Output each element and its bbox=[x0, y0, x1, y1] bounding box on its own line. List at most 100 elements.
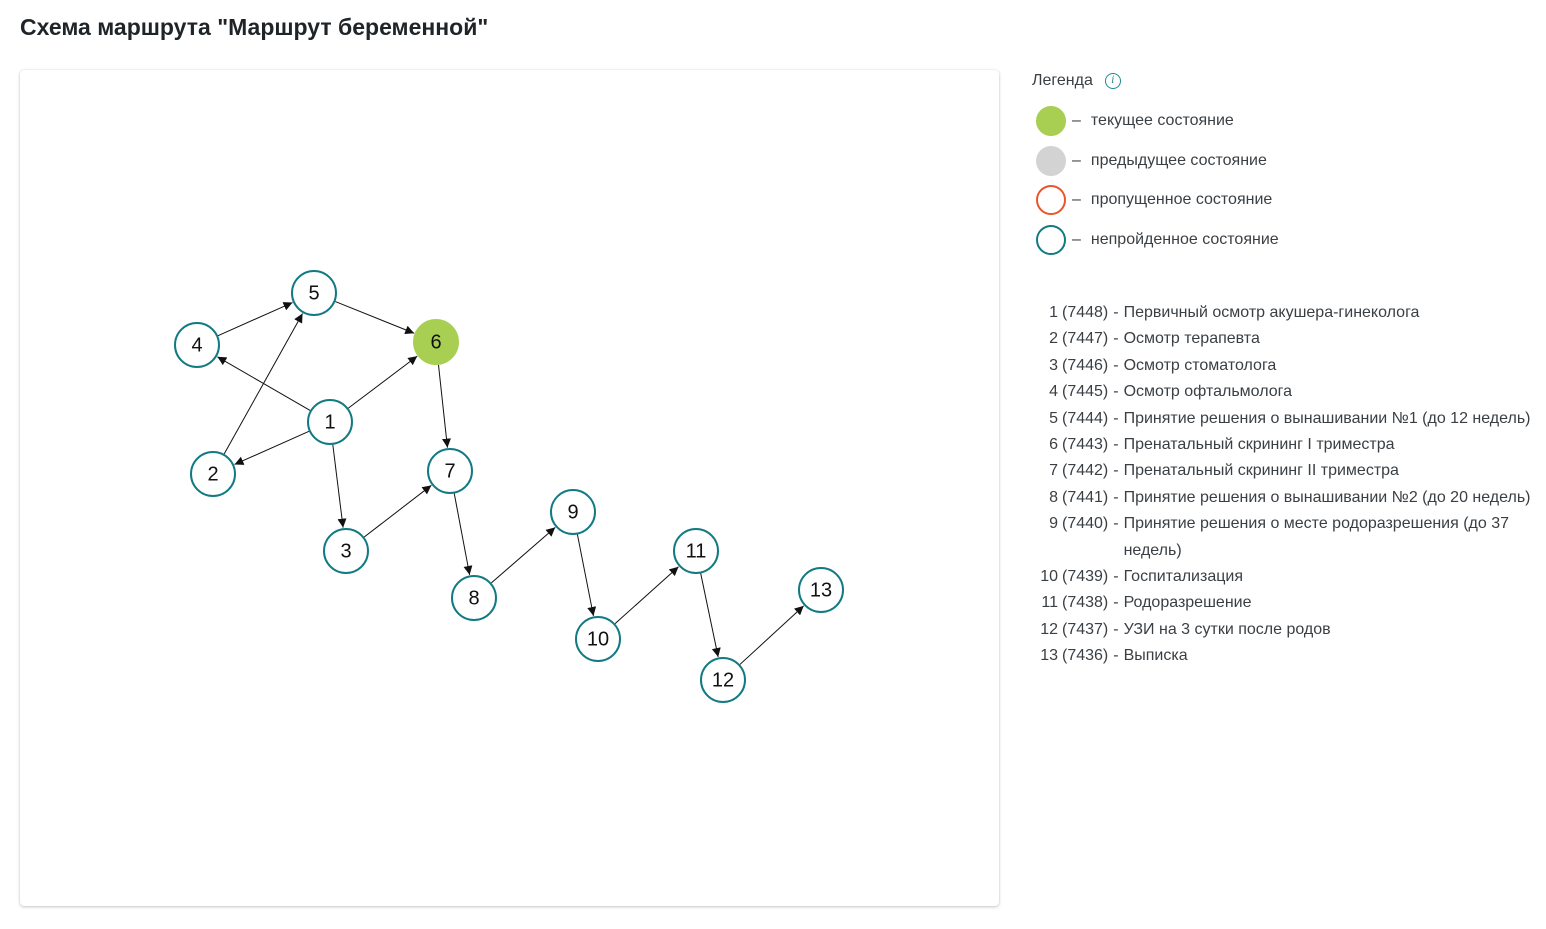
step-number: 9 bbox=[1049, 515, 1058, 533]
edge-1-6 bbox=[348, 355, 418, 409]
step-text: Принятие решения о вынашивании №2 (до 20… bbox=[1123, 488, 1531, 506]
step-code: (7447) bbox=[1062, 330, 1109, 348]
legend-swatch bbox=[1036, 225, 1066, 256]
legend-swatch bbox=[1036, 106, 1066, 136]
legend-item: –непройденное состояние bbox=[1036, 225, 1279, 256]
node-circle[interactable] bbox=[550, 489, 596, 535]
node-1[interactable]: 1 bbox=[307, 399, 353, 445]
step-separator: - bbox=[1113, 330, 1119, 348]
node-label: 1 bbox=[324, 411, 335, 433]
route-step: 4(7445)-Осмотр офтальмолога bbox=[1032, 379, 1537, 405]
legend-dash: – bbox=[1072, 191, 1081, 209]
node-label: 2 bbox=[207, 463, 218, 485]
step-separator: - bbox=[1113, 488, 1119, 506]
node-5[interactable]: 5 bbox=[291, 270, 337, 316]
legend-list: –текущее состояние–предыдущее состояние–… bbox=[1036, 106, 1279, 265]
step-separator: - bbox=[1113, 462, 1119, 480]
edges-layer bbox=[217, 301, 805, 665]
node-circle[interactable] bbox=[323, 528, 369, 574]
node-9[interactable]: 9 bbox=[550, 489, 596, 535]
node-circle[interactable] bbox=[451, 575, 497, 621]
step-text: Осмотр офтальмолога bbox=[1123, 383, 1293, 401]
node-label: 8 bbox=[468, 587, 479, 609]
legend-label: пропущенное состояние bbox=[1090, 191, 1273, 209]
step-code: (7442) bbox=[1062, 462, 1109, 480]
node-8[interactable]: 8 bbox=[451, 575, 497, 621]
node-label: 13 bbox=[810, 579, 832, 601]
step-code: (7445) bbox=[1062, 383, 1109, 401]
node-13[interactable]: 13 bbox=[798, 567, 844, 613]
edge-9-10 bbox=[576, 534, 597, 617]
node-label: 6 bbox=[430, 331, 441, 353]
step-number: 2 bbox=[1049, 330, 1058, 348]
node-circle[interactable] bbox=[575, 616, 621, 662]
step-separator: - bbox=[1113, 568, 1119, 586]
step-separator: - bbox=[1113, 436, 1119, 454]
step-text: Выписка bbox=[1123, 647, 1188, 665]
step-number: 10 bbox=[1040, 568, 1058, 586]
edge-12-13 bbox=[739, 605, 805, 665]
node-label: 7 bbox=[444, 460, 455, 482]
step-code: (7446) bbox=[1062, 356, 1109, 374]
node-circle[interactable] bbox=[427, 448, 473, 494]
legend-header: Легенда i bbox=[1032, 72, 1121, 90]
info-icon[interactable]: i bbox=[1104, 73, 1121, 89]
step-number: 3 bbox=[1049, 356, 1058, 374]
node-3[interactable]: 3 bbox=[323, 528, 369, 574]
node-label: 10 bbox=[587, 628, 609, 650]
edge-1-3 bbox=[332, 444, 347, 528]
step-code: (7444) bbox=[1062, 409, 1109, 427]
step-number: 1 bbox=[1049, 304, 1058, 321]
node-12[interactable]: 12 bbox=[700, 657, 746, 703]
legend-item: –текущее состояние bbox=[1036, 106, 1279, 136]
node-circle[interactable] bbox=[413, 319, 459, 365]
node-circle[interactable] bbox=[291, 270, 337, 316]
node-7[interactable]: 7 bbox=[427, 448, 473, 494]
edge-3-7 bbox=[363, 484, 432, 538]
step-text: Госпитализация bbox=[1123, 568, 1243, 586]
edge-2-5 bbox=[223, 313, 303, 455]
legend-label: текущее состояние bbox=[1090, 112, 1234, 129]
node-label: 4 bbox=[191, 334, 202, 356]
node-circle[interactable] bbox=[307, 399, 353, 445]
route-step: 8(7441)-Принятие решения о вынашивании №… bbox=[1032, 485, 1537, 511]
node-label: 5 bbox=[308, 282, 319, 304]
node-circle[interactable] bbox=[673, 528, 719, 574]
legend-dash: – bbox=[1072, 112, 1081, 129]
node-circle[interactable] bbox=[700, 657, 746, 703]
step-separator: - bbox=[1113, 383, 1119, 401]
legend-dash: – bbox=[1072, 151, 1081, 169]
step-number: 12 bbox=[1040, 620, 1058, 638]
node-11[interactable]: 11 bbox=[673, 528, 719, 574]
step-text: Пренатальный скрининг II триместра bbox=[1123, 462, 1399, 480]
step-number: 8 bbox=[1049, 488, 1058, 506]
node-circle[interactable] bbox=[190, 451, 236, 497]
step-separator: - bbox=[1113, 304, 1119, 321]
step-number: 4 bbox=[1049, 383, 1058, 401]
node-circle[interactable] bbox=[174, 322, 220, 368]
step-text: Осмотр терапевта bbox=[1123, 330, 1260, 348]
step-code: (7443) bbox=[1062, 436, 1109, 454]
node-circle[interactable] bbox=[798, 567, 844, 613]
edge-5-6 bbox=[335, 301, 415, 335]
route-step: 13(7436)-Выписка bbox=[1032, 643, 1537, 669]
node-2[interactable]: 2 bbox=[190, 451, 236, 497]
node-6[interactable]: 6 bbox=[413, 319, 459, 365]
route-step: 9(7440)-Принятие решения о месте родораз… bbox=[1032, 511, 1537, 564]
node-10[interactable]: 10 bbox=[575, 616, 621, 662]
step-code: (7440) bbox=[1062, 515, 1109, 533]
edge-8-9 bbox=[491, 527, 556, 584]
edge-6-7 bbox=[437, 364, 451, 448]
legend-title: Легенда bbox=[1032, 72, 1093, 89]
step-code: (7441) bbox=[1062, 488, 1109, 506]
step-number: 13 bbox=[1040, 647, 1058, 665]
node-4[interactable]: 4 bbox=[174, 322, 220, 368]
legend-item: –пропущенное состояние bbox=[1036, 185, 1279, 216]
legend-swatch bbox=[1036, 145, 1066, 176]
step-number: 11 bbox=[1041, 594, 1058, 612]
node-label: 11 bbox=[686, 540, 707, 562]
step-text: Родоразрешение bbox=[1123, 594, 1252, 612]
